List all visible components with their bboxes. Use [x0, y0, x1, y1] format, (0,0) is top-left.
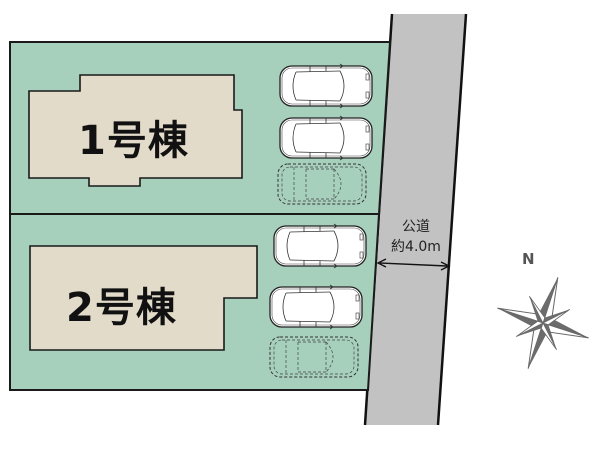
lot-2[interactable]	[9, 213, 381, 391]
road-width-label: 約4.0m	[391, 239, 441, 255]
lot-1[interactable]	[9, 41, 392, 215]
building-1-label: 1号棟	[78, 118, 189, 164]
compass-north-label: N	[522, 250, 536, 268]
building-2	[29, 245, 258, 351]
compass-rose-icon	[497, 277, 589, 369]
road-width-arrow	[376, 258, 451, 271]
building-1	[28, 74, 243, 187]
building-2-label: 2号棟	[66, 285, 177, 331]
road-type-label: 公道	[402, 219, 430, 235]
